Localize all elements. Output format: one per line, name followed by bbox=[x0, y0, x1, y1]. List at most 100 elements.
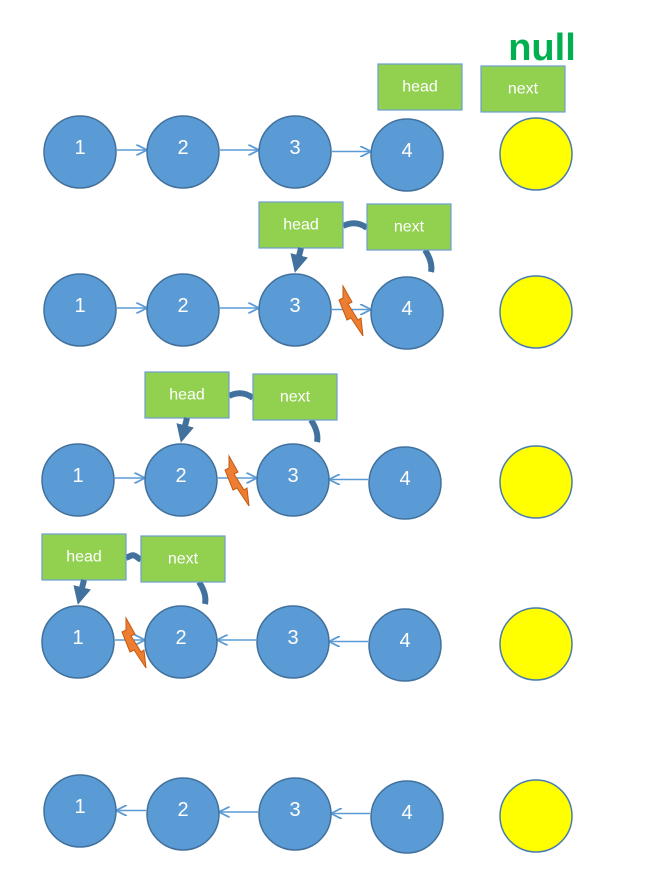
node-value: 1 bbox=[72, 465, 83, 487]
head-pointer-label: head bbox=[402, 79, 438, 96]
next-pointer-label: next bbox=[394, 219, 425, 236]
list-node-1: 1 bbox=[41, 605, 115, 679]
null-label: null bbox=[508, 27, 576, 69]
next-pointer-box: next bbox=[480, 65, 566, 113]
node-value: 3 bbox=[289, 295, 300, 317]
list-node-2: 2 bbox=[146, 115, 220, 189]
node-circle bbox=[368, 446, 442, 520]
node-value: 4 bbox=[401, 802, 412, 824]
next-pointer-arrow bbox=[308, 418, 321, 443]
list-node-1: 1 bbox=[43, 115, 117, 189]
head-pointer-box: head bbox=[144, 371, 230, 419]
node-value: 1 bbox=[74, 796, 85, 818]
node-circle bbox=[43, 273, 117, 347]
pointer-connector bbox=[227, 390, 255, 401]
null-node-circle bbox=[499, 607, 573, 681]
list-node-4: 4 bbox=[370, 780, 444, 854]
node-value: 2 bbox=[177, 295, 188, 317]
next-pointer-arrow bbox=[196, 580, 209, 605]
next-pointer-box: next bbox=[140, 535, 226, 583]
node-value: 3 bbox=[289, 137, 300, 159]
list-node-3: 3 bbox=[258, 777, 332, 851]
list-node-3: 3 bbox=[256, 443, 330, 517]
node-circle bbox=[43, 115, 117, 189]
head-pointer-label: head bbox=[283, 217, 319, 234]
next-pointer-arrow bbox=[422, 248, 435, 273]
next-pointer-label: next bbox=[508, 81, 539, 98]
node-value: 4 bbox=[401, 298, 412, 320]
node-circle bbox=[146, 273, 220, 347]
node-value: 4 bbox=[399, 468, 410, 490]
list-node-1: 1 bbox=[43, 774, 117, 848]
node-circle bbox=[146, 115, 220, 189]
next-pointer-rect bbox=[252, 373, 338, 421]
node-value: 4 bbox=[399, 630, 410, 652]
node-value: 2 bbox=[177, 137, 188, 159]
head-pointer-box: head bbox=[377, 63, 463, 111]
list-node-2: 2 bbox=[144, 443, 218, 517]
next-pointer-rect bbox=[366, 203, 452, 251]
head-pointer-rect bbox=[144, 371, 230, 419]
node-circle bbox=[41, 443, 115, 517]
list-node-3: 3 bbox=[258, 273, 332, 347]
next-pointer-box: next bbox=[366, 203, 452, 251]
head-pointer-box: head bbox=[258, 201, 344, 249]
list-node-4: 4 bbox=[368, 608, 442, 682]
node-circle bbox=[370, 780, 444, 854]
head-pointer-box: head bbox=[41, 533, 127, 581]
next-pointer-box: next bbox=[252, 373, 338, 421]
node-value: 4 bbox=[401, 140, 412, 162]
head-pointer-arrow bbox=[290, 247, 308, 273]
node-value: 1 bbox=[74, 295, 85, 317]
node-circle bbox=[144, 443, 218, 517]
node-circle bbox=[258, 273, 332, 347]
node-value: 3 bbox=[287, 627, 298, 649]
list-node-1: 1 bbox=[43, 273, 117, 347]
next-pointer-label: next bbox=[280, 389, 311, 406]
break-bolt-icon bbox=[224, 454, 250, 507]
node-value: 3 bbox=[287, 465, 298, 487]
node-circle bbox=[258, 777, 332, 851]
node-circle bbox=[258, 115, 332, 189]
pointer-connector bbox=[124, 552, 143, 563]
head-pointer-rect bbox=[258, 201, 344, 249]
null-node-circle bbox=[499, 117, 573, 191]
null-node-circle bbox=[499, 275, 573, 349]
head-pointer-label: head bbox=[169, 387, 205, 404]
head-pointer-rect bbox=[41, 533, 127, 581]
list-node-2: 2 bbox=[144, 605, 218, 679]
node-value: 2 bbox=[177, 799, 188, 821]
break-bolt-icon bbox=[121, 616, 147, 669]
node-circle bbox=[370, 276, 444, 350]
head-pointer-arrow bbox=[73, 579, 91, 605]
node-value: 1 bbox=[74, 137, 85, 159]
node-circle bbox=[144, 605, 218, 679]
null-node-circle bbox=[499, 445, 573, 519]
next-pointer-rect bbox=[480, 65, 566, 113]
list-node-4: 4 bbox=[368, 446, 442, 520]
node-value: 2 bbox=[175, 465, 186, 487]
head-pointer-label: head bbox=[66, 549, 102, 566]
head-pointer-rect bbox=[377, 63, 463, 111]
list-node-3: 3 bbox=[256, 605, 330, 679]
node-circle bbox=[256, 605, 330, 679]
node-value: 1 bbox=[72, 627, 83, 649]
node-value: 3 bbox=[289, 799, 300, 821]
node-circle bbox=[370, 118, 444, 192]
list-node-2: 2 bbox=[146, 777, 220, 851]
list-node-4: 4 bbox=[370, 118, 444, 192]
node-circle bbox=[41, 605, 115, 679]
head-pointer-arrow bbox=[176, 417, 194, 443]
node-circle bbox=[146, 777, 220, 851]
node-value: 2 bbox=[175, 627, 186, 649]
list-node-3: 3 bbox=[258, 115, 332, 189]
list-node-2: 2 bbox=[146, 273, 220, 347]
break-bolt-icon bbox=[338, 284, 364, 337]
pointer-connector bbox=[341, 220, 369, 231]
node-circle bbox=[256, 443, 330, 517]
list-node-4: 4 bbox=[370, 276, 444, 350]
next-pointer-rect bbox=[140, 535, 226, 583]
next-pointer-label: next bbox=[168, 551, 199, 568]
